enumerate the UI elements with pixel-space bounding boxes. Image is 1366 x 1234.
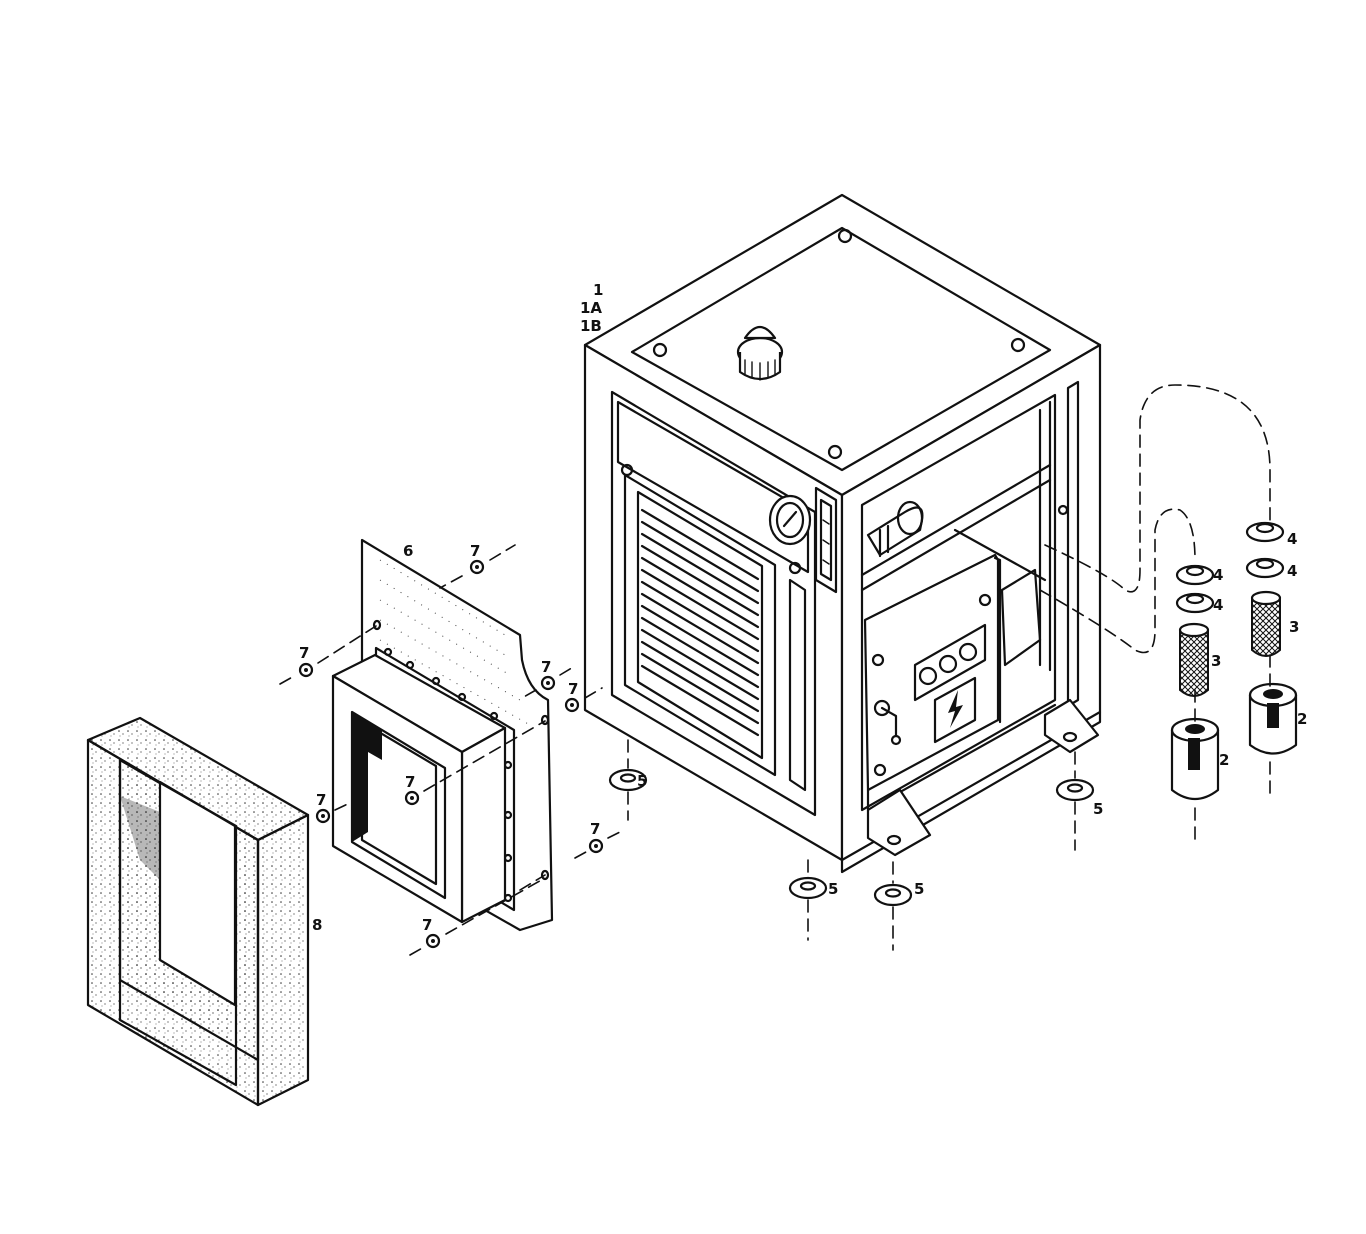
mounting-foot (866, 788, 932, 857)
bolt-icon (837, 228, 853, 244)
callout-7: 7 (541, 658, 551, 676)
insulation-frame-part-8 (86, 716, 310, 1107)
pipe-run-outer (1044, 384, 1271, 593)
high-voltage-warning-icon (933, 676, 977, 744)
callout-4: 4 (1213, 596, 1223, 614)
pipe-elbow-icon (866, 500, 924, 558)
washer-part-5 (608, 768, 1095, 907)
callout-1a: 1A (580, 299, 602, 317)
cabinet-top-panel (630, 226, 1052, 472)
callout-4: 4 (1213, 566, 1223, 584)
cabinet-front-frame (610, 390, 817, 817)
bolt-icon (620, 463, 634, 477)
louvre-slats (640, 508, 760, 737)
callout-7: 7 (405, 773, 415, 791)
bolt-icon (978, 593, 992, 607)
bolt-icon (1057, 504, 1069, 516)
indicator-lamp-icon (938, 654, 958, 674)
electrical-box (863, 553, 1002, 792)
callout-7: 7 (316, 791, 326, 809)
hose-insert-part-3 (1178, 590, 1282, 697)
bolt-icon (788, 561, 802, 575)
bolt-icon (827, 444, 843, 460)
indicator-lamp-icon (918, 666, 938, 686)
main-cabinet (583, 193, 1102, 874)
pressure-gauge-icon (768, 494, 812, 546)
callout-4: 4 (1287, 530, 1297, 548)
filler-cap-icon (736, 325, 784, 381)
bolt-icon (1010, 337, 1026, 353)
callout-3: 3 (1211, 652, 1221, 670)
pipe-run-inner (1039, 508, 1196, 654)
callout-7: 7 (568, 680, 578, 698)
callout-2: 2 (1219, 751, 1229, 769)
callout-7: 7 (470, 542, 480, 560)
callout-5: 5 (914, 880, 924, 898)
bolt-icon (873, 763, 887, 777)
callout-7: 7 (590, 820, 600, 838)
callout-5: 5 (1093, 800, 1103, 818)
callout-6: 6 (403, 542, 413, 560)
bolt-icon (871, 653, 885, 667)
callout-5: 5 (637, 772, 647, 790)
callout-3: 3 (1289, 618, 1299, 636)
indicator-lamp-icon (958, 642, 978, 662)
callout-1: 1 (593, 281, 603, 299)
callout-8: 8 (312, 916, 322, 934)
key-switch-icon (873, 699, 902, 746)
callout-7: 7 (422, 916, 432, 934)
callout-2: 2 (1297, 710, 1307, 728)
callout-1b: 1B (580, 317, 602, 335)
callout-4: 4 (1287, 562, 1297, 580)
callout-5: 5 (828, 880, 838, 898)
mounting-foot (1043, 698, 1100, 754)
callout-labels: 1 1A 1B 6 8 7 7 7 7 7 7 7 7 5 5 5 5 4 4 … (299, 281, 1307, 934)
callout-7: 7 (299, 644, 309, 662)
sight-glass-icon (814, 486, 838, 594)
bolt-icon (652, 342, 668, 358)
louvre-panel (623, 473, 777, 777)
nut-part-4 (1175, 521, 1285, 614)
screw-part-7 (298, 559, 604, 949)
duct-box (331, 653, 507, 924)
sleeve-part-2 (1170, 682, 1298, 801)
